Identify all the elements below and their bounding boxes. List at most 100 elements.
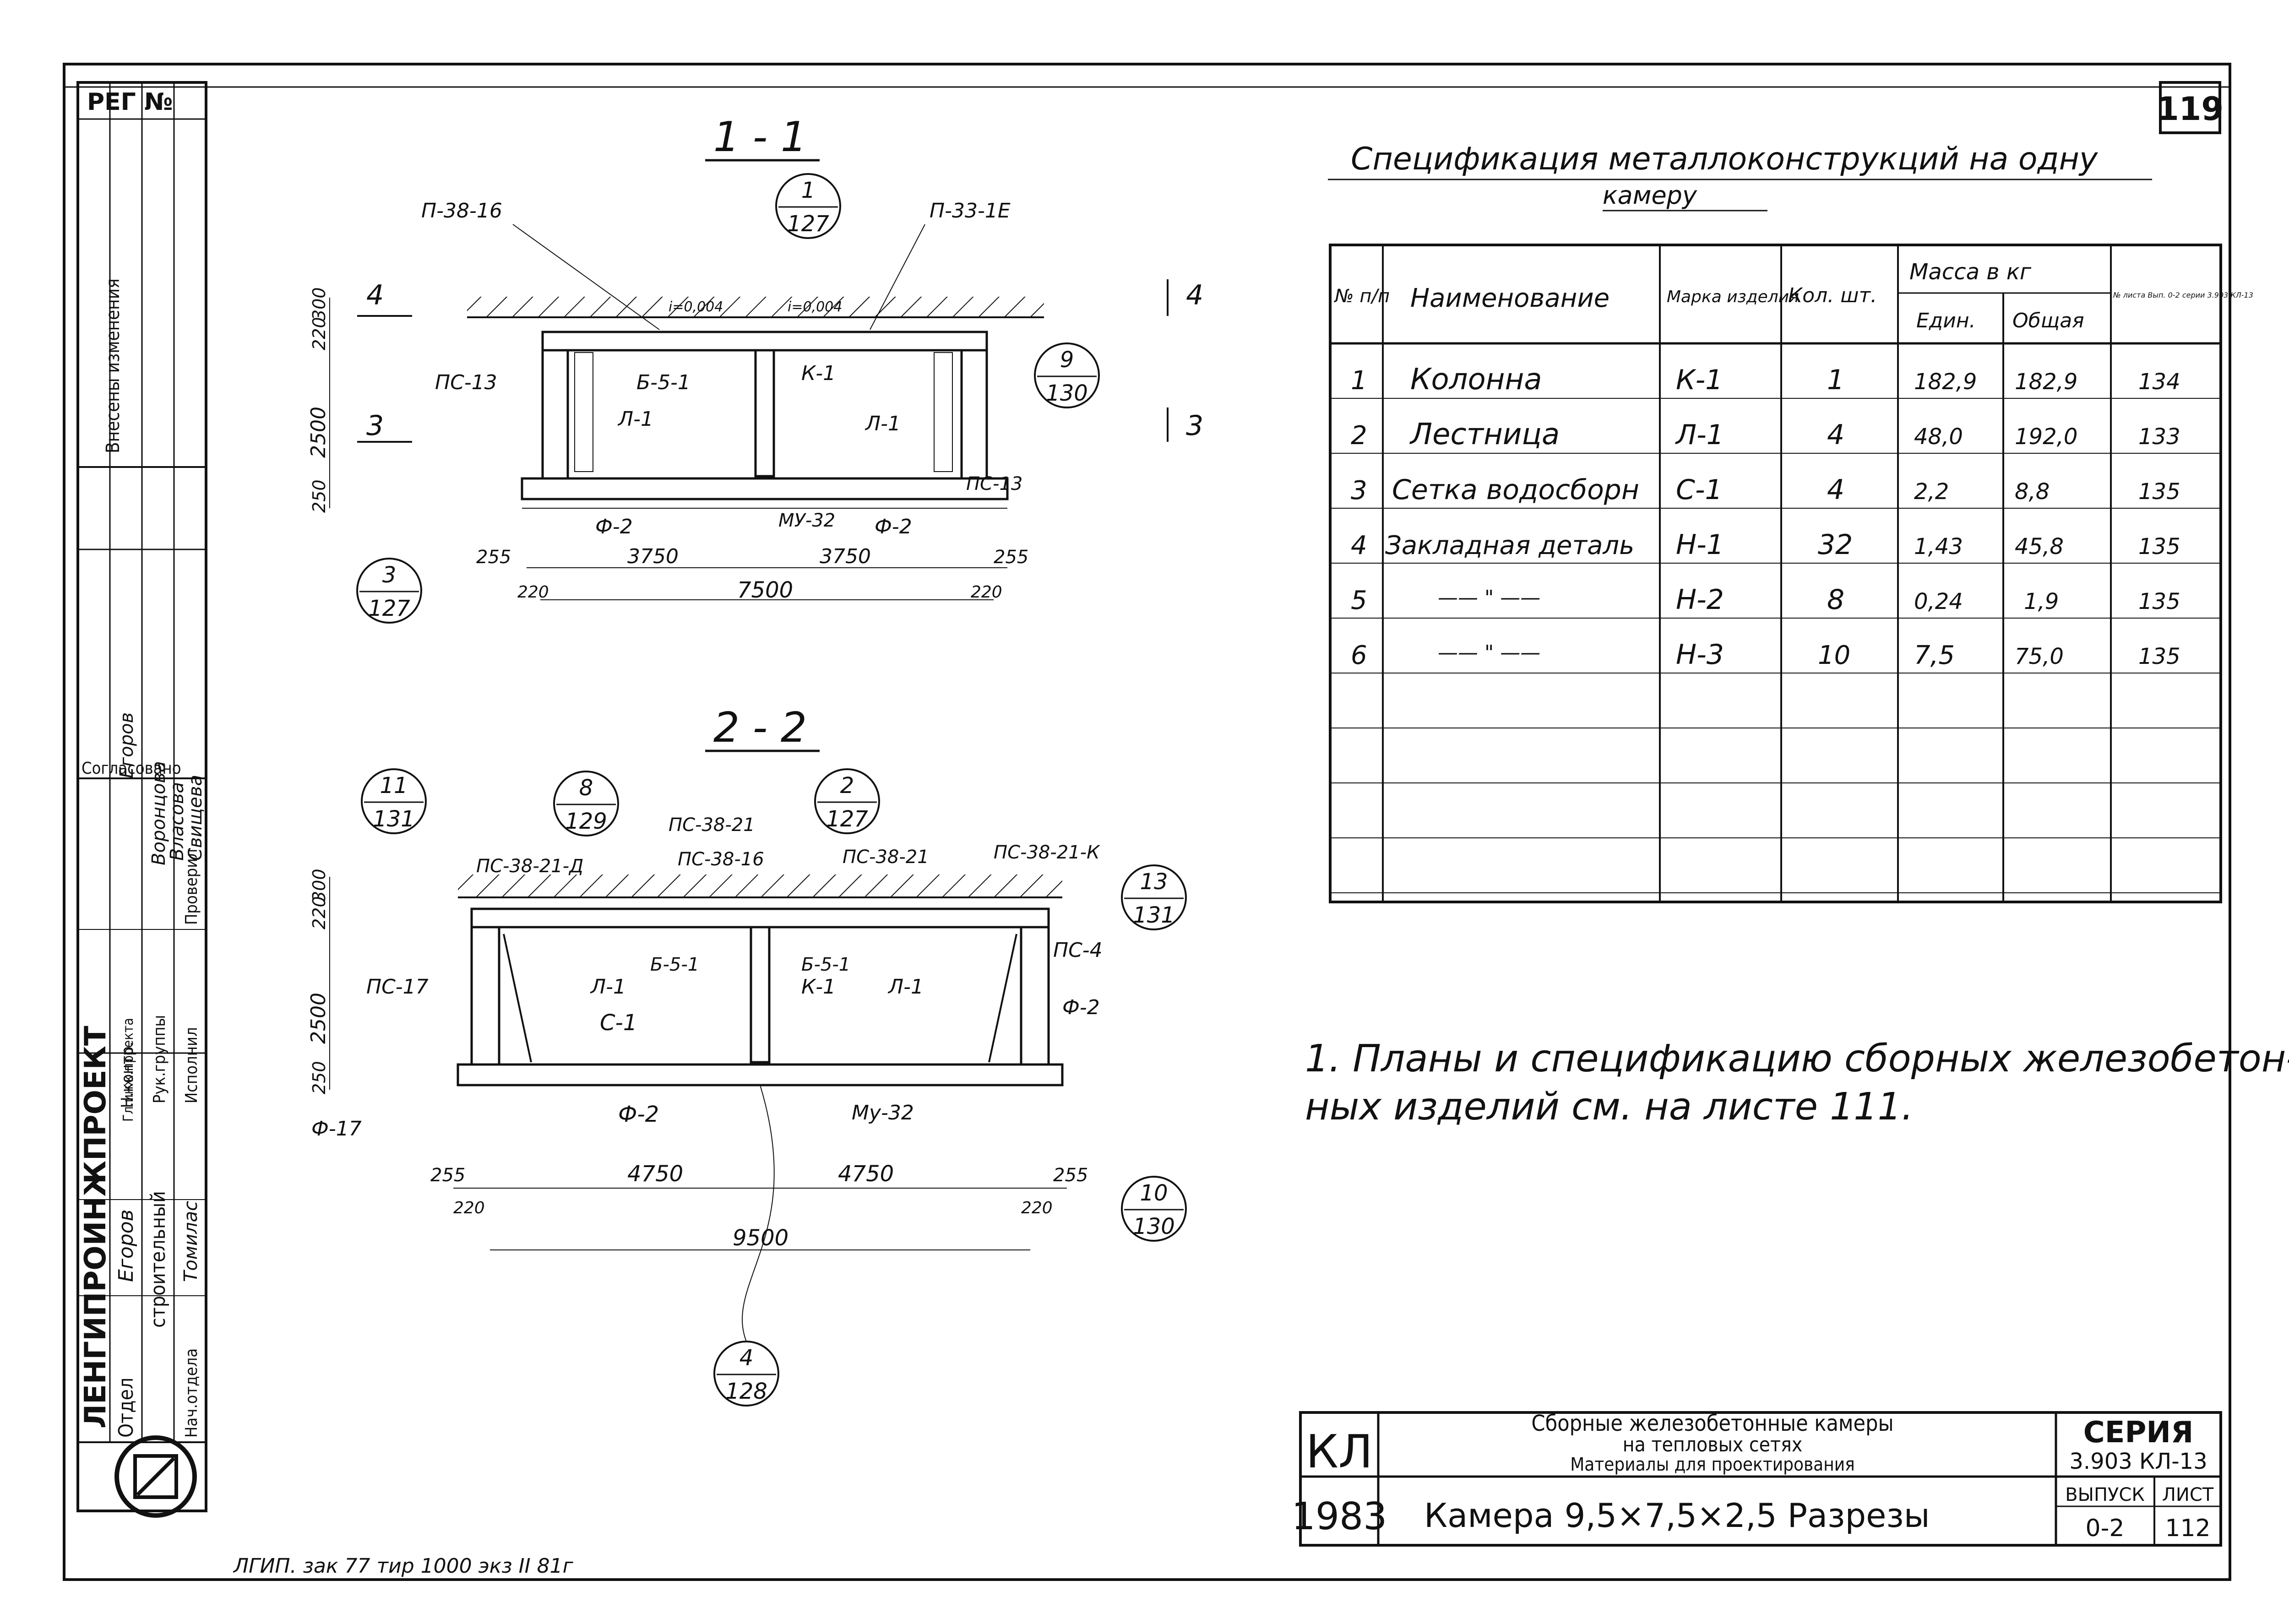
callout-3-127: 3 127: [356, 558, 422, 624]
row5-unit: 0,24: [1914, 589, 1963, 614]
label-k1: К-1: [801, 362, 836, 385]
label-p331e: П-33-1Е: [930, 199, 1011, 223]
tb-desc-2: на тепловых сетях: [1623, 1433, 1803, 1456]
svg-text:2: 2: [840, 773, 854, 798]
column-2: [750, 926, 771, 1064]
table-row: 6 —— " —— Н-3 10 7,5 75,0 135: [1351, 639, 2180, 671]
tb-issue-label: ВЫПУСК: [2065, 1484, 2145, 1505]
dim-h-220-left: 220: [517, 583, 549, 602]
svg-text:127: 127: [826, 806, 868, 832]
row1-qty: 1: [1827, 364, 1844, 396]
row6-mark: Н-3: [1676, 639, 1724, 671]
outer-frame: [63, 63, 2231, 1581]
hdr-name: Наименование: [1410, 283, 1609, 313]
row4-qty: 32: [1818, 529, 1853, 561]
hdr-unit: Един.: [1916, 309, 1976, 332]
row6-total: 75,0: [2015, 644, 2064, 669]
row3-unit: 2,2: [1914, 479, 1949, 505]
hdr-sheets: № листа Вып. 0-2 серии 3.903 КЛ-13: [2113, 291, 2253, 299]
agreed-label: Согласовано: [82, 759, 181, 778]
label-mu32: МУ-32: [778, 510, 835, 531]
left-stamp: РЕГ № Внесены изменения Согласовано ЛЕНГ…: [76, 81, 207, 1518]
svg-text:10: 10: [1140, 1180, 1168, 1206]
role-nkontr: Н.контр.: [118, 1042, 137, 1108]
callout-4-128: 4 128: [713, 1341, 779, 1407]
tb-issue: 0-2: [2086, 1515, 2125, 1542]
row6-sheet: 135: [2138, 644, 2180, 669]
label-ps13-right: ПС-13: [966, 473, 1022, 494]
label-ps3821-top: ПС-38-21: [669, 815, 755, 836]
section-1-1-title: 1 - 1: [713, 113, 807, 161]
dim-v-250: 250: [309, 479, 329, 513]
label-f2-left-2: Ф-2: [618, 1102, 659, 1127]
cut-mark-4-right: 4: [1186, 279, 1203, 311]
wall-left: [541, 349, 569, 480]
dim-v2-220: 220: [309, 896, 329, 929]
sheet-number-box: [2159, 81, 2221, 134]
label-f2-right: Ф-2: [875, 515, 912, 538]
slope-left: i=0,004: [669, 299, 723, 315]
row6-qty: 10: [1818, 641, 1850, 670]
bottom-slab: [521, 477, 1009, 500]
row4-total: 45,8: [2015, 534, 2064, 559]
dim-v-300: 300: [309, 287, 329, 320]
bottom-slab-2: [457, 1063, 1064, 1086]
row6-name: —— " ——: [1438, 641, 1540, 664]
label-f17: Ф-17: [311, 1117, 362, 1141]
row5-total: 1,9: [2024, 589, 2059, 614]
spec-title-1: Спецификация металлоконструкций на одну: [1351, 141, 2098, 177]
row5-mark: Н-2: [1676, 584, 1724, 616]
callout-10-130: 10 130: [1121, 1176, 1187, 1242]
dim-h2-9500: 9500: [733, 1225, 788, 1251]
section-1-1: 1 - 1 П-38-16 П-33-1Е ПС-13 Б-5-1 К-1 Л-…: [307, 113, 1203, 624]
label-l1-left: Л-1: [617, 407, 653, 431]
dim-h-255-right: 255: [994, 547, 1028, 568]
dim-v-2500: 2500: [307, 407, 330, 458]
label-ps3816: ПС-38-16: [678, 849, 764, 870]
svg-text:127: 127: [368, 596, 410, 621]
callout-1-127: 1 127: [775, 173, 841, 239]
row4-unit: 1,43: [1914, 534, 1963, 559]
callout-2-127: 2 127: [814, 768, 880, 834]
row3-total: 8,8: [2015, 479, 2050, 505]
label-l1-right: Л-1: [864, 412, 901, 435]
row5-n: 5: [1351, 586, 1367, 615]
hdr-num: № п/п: [1334, 286, 1390, 307]
row1-sheet: 134: [2138, 369, 2180, 395]
dim-h2-220-left: 220: [453, 1199, 485, 1217]
change-block-label: Внесены изменения: [103, 278, 124, 453]
table-row: 4 Закладная деталь Н-1 32 1,43 45,8 135: [1351, 529, 2180, 561]
label-ps3821d: ПС-38-21-Д: [476, 856, 583, 877]
dim-h-220-right: 220: [971, 583, 1002, 602]
cut-mark-4-left: 4: [366, 279, 384, 311]
dim-h-7500: 7500: [737, 577, 793, 603]
column: [754, 349, 775, 478]
tb-sheet: 112: [2165, 1515, 2210, 1542]
svg-text:131: 131: [1133, 902, 1175, 928]
dim-v2-250: 250: [309, 1061, 329, 1094]
svg-text:127: 127: [787, 211, 829, 237]
role-head: Нач.отдела: [182, 1348, 201, 1438]
row5-qty: 8: [1827, 584, 1844, 616]
spec-title-2: камеру: [1603, 181, 1697, 210]
dim-v2-2500: 2500: [307, 993, 330, 1044]
row5-sheet: 135: [2138, 589, 2180, 614]
dept-name: строительный: [147, 1191, 170, 1328]
hdr-total: Общая: [2012, 309, 2084, 332]
note-line-2: ных изделий см. на листе 111.: [1305, 1085, 1914, 1129]
label-l1-right-2: Л-1: [887, 975, 924, 999]
svg-text:1: 1: [801, 178, 816, 203]
row2-name: Лестница: [1409, 418, 1560, 451]
tb-series: 3.903 КЛ-13: [2069, 1449, 2207, 1474]
label-p3816: П-38-16: [421, 199, 502, 223]
row1-unit: 182,9: [1914, 369, 1977, 395]
wall-left-2: [470, 926, 500, 1066]
row3-name: Сетка водосборн: [1392, 474, 1639, 506]
name-2: Егоров: [116, 712, 137, 778]
svg-text:9: 9: [1060, 347, 1074, 373]
svg-text:4: 4: [739, 1345, 754, 1371]
wall-right: [960, 349, 988, 480]
table-row: 5 —— " —— Н-2 8 0,24 1,9 135: [1351, 584, 2180, 616]
svg-text:130: 130: [1046, 380, 1088, 406]
